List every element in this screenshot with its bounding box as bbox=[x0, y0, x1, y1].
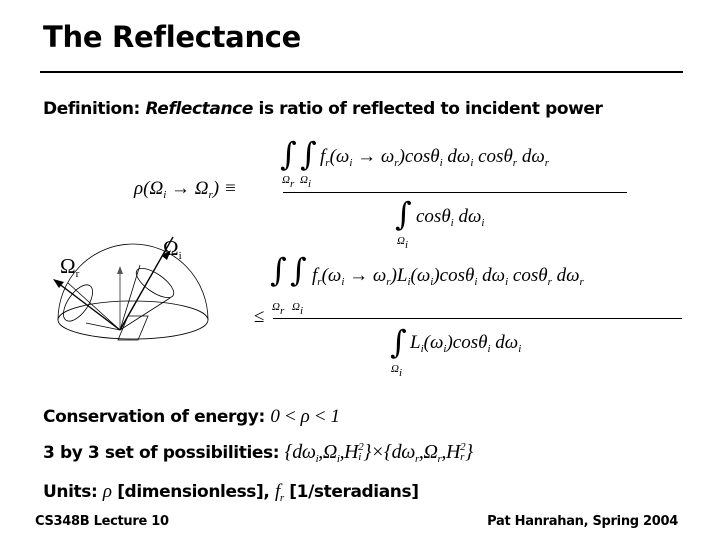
definition-term: Reflectance bbox=[145, 99, 253, 119]
footer-course: CS348B Lecture 10 bbox=[35, 514, 169, 529]
conservation-label: Conservation of energy: bbox=[43, 407, 265, 427]
eq1-lhs: ρ(Ωi → Ωr) ≡ bbox=[134, 178, 237, 201]
conservation-math: 0 < ρ < 1 bbox=[270, 406, 340, 427]
eq2-limit-i: Ωi bbox=[292, 301, 304, 317]
incident-cone bbox=[135, 267, 175, 299]
units-fr-text: [1/steradians] bbox=[289, 482, 419, 502]
possibilities-label: 3 by 3 set of possibilities: bbox=[43, 443, 280, 463]
eq2-integral-inner: ∫ bbox=[290, 251, 307, 289]
hemisphere-dome bbox=[57, 243, 209, 321]
definition-text: is ratio of reflected to incident power bbox=[258, 99, 603, 119]
eq1-den-integral: ∫ bbox=[395, 195, 412, 233]
eq1-fraction-line bbox=[283, 192, 627, 193]
eq2-numerator: fr(ωi → ωr)Li(ωi)cosθi dωi cosθr dωr bbox=[312, 265, 584, 288]
reflected-arrow bbox=[57, 282, 121, 331]
eq1-denominator: cosθi dωi bbox=[416, 206, 485, 229]
eq2-den-integral: ∫ bbox=[390, 323, 407, 361]
eq1-den-limit: Ωi bbox=[397, 235, 409, 251]
definition-line: Definition: Reflectance is ratio of refl… bbox=[43, 99, 603, 119]
slide-title: The Reflectance bbox=[43, 20, 302, 54]
definition-label: Definition: bbox=[43, 99, 140, 119]
incident-label: Ωi bbox=[163, 236, 182, 262]
eq1-integral-outer: ∫ bbox=[280, 135, 297, 173]
units-rho-text: [dimensionless], bbox=[117, 482, 270, 502]
reflected-label: Ωr bbox=[60, 254, 80, 280]
eq1-numerator: fr(ωi → ωr)cosθi dωi cosθr dωr bbox=[320, 146, 550, 169]
eq1-integral-inner: ∫ bbox=[300, 135, 317, 173]
eq2-den-limit: Ωi bbox=[391, 363, 403, 379]
eq2-fraction-line bbox=[273, 318, 682, 319]
units-rho: ρ bbox=[102, 481, 112, 502]
footer-author: Pat Hanrahan, Spring 2004 bbox=[487, 514, 678, 529]
units-label: Units: bbox=[43, 482, 98, 502]
units-line: Units: ρ [dimensionless], fr [1/steradia… bbox=[43, 481, 419, 504]
eq2-limit-r: Ωr bbox=[272, 301, 285, 317]
incident-arrow bbox=[119, 236, 174, 331]
title-divider bbox=[40, 71, 683, 73]
reflected-cone bbox=[63, 284, 93, 322]
eq1-limit-i: Ωi bbox=[300, 174, 312, 190]
units-fr: fr bbox=[274, 481, 284, 504]
eq2-denominator: Li(ωi)cosθi dωi bbox=[410, 332, 522, 355]
eq2-integral-outer: ∫ bbox=[270, 251, 287, 289]
eq1-limit-r: Ωr bbox=[282, 174, 295, 190]
hemisphere-diagram bbox=[53, 236, 209, 341]
hemisphere-base bbox=[57, 300, 209, 340]
conservation-line: Conservation of energy: 0 < ρ < 1 bbox=[43, 406, 340, 428]
eq2-lhs: ≤ bbox=[254, 306, 265, 327]
